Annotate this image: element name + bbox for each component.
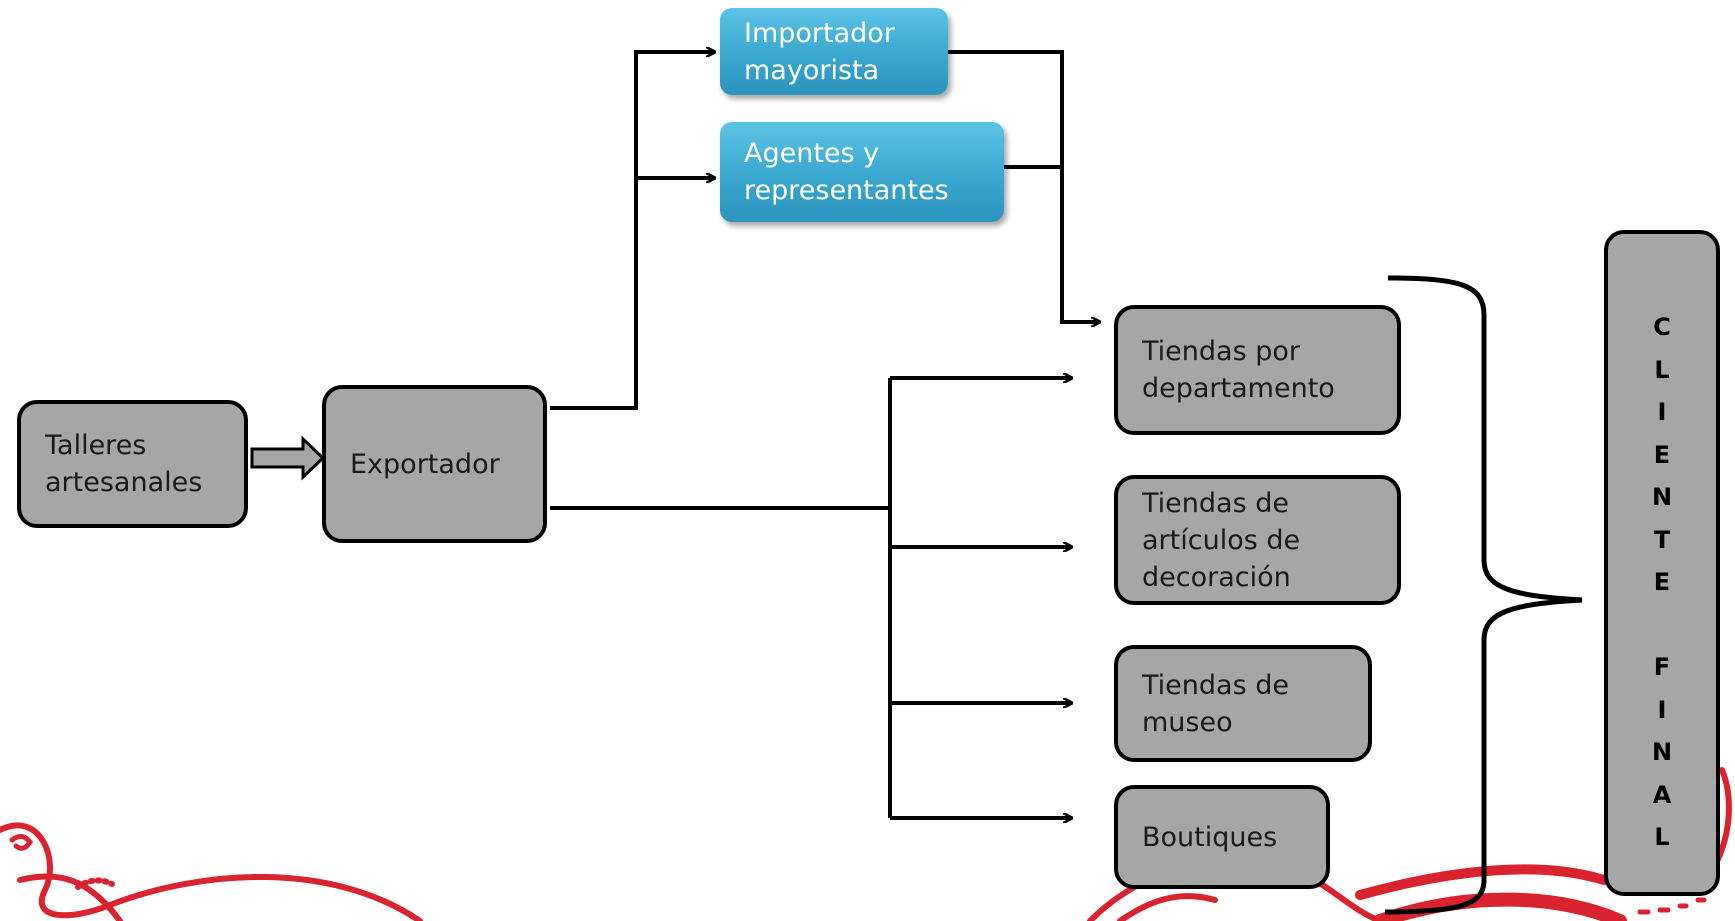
cliente-letter: I [1657, 695, 1667, 724]
node-label: Talleres [45, 430, 147, 461]
node-tiendas-museo: Tiendas de museo [1114, 645, 1372, 762]
node-cliente-final: C L I E N T E F I N A L [1604, 230, 1720, 896]
node-label: Importador [744, 17, 895, 49]
connector-talleres-to-exportador [250, 435, 326, 481]
node-label: mayorista [744, 54, 880, 86]
node-label: Tiendas de [1142, 669, 1289, 701]
curly-brace [1384, 275, 1583, 915]
cliente-letter: N [1651, 483, 1673, 511]
node-label: artesanales [45, 467, 203, 498]
node-importador-mayorista: Importador mayorista [720, 8, 948, 95]
node-agentes-representantes: Agentes y representantes [720, 122, 1004, 222]
node-label: Agentes y [744, 138, 880, 169]
node-tiendas-decoracion: Tiendas de artículos de decoración [1114, 475, 1401, 605]
connector-importador-to-departamento [948, 50, 1100, 322]
cliente-letter: E [1653, 440, 1671, 469]
node-exportador: Exportador [322, 385, 547, 543]
node-label: departamento [1142, 373, 1335, 404]
cliente-letter: F [1653, 653, 1671, 681]
node-label: representantes [744, 175, 949, 206]
connector-exportador-to-importador [550, 52, 715, 410]
cliente-letter: L [1654, 355, 1670, 384]
node-label: Tiendas de [1142, 487, 1289, 519]
node-label: decoración [1142, 561, 1291, 593]
cliente-letter: E [1653, 568, 1671, 596]
cliente-letter: C [1653, 313, 1671, 341]
cliente-letter: A [1652, 780, 1672, 809]
cliente-letter: T [1653, 525, 1671, 554]
node-talleres-artesanales: Talleres artesanales [17, 400, 248, 528]
node-label: Exportador [350, 448, 500, 480]
node-label: artículos de [1142, 524, 1301, 556]
node-label: museo [1142, 706, 1233, 738]
cliente-letter: I [1657, 398, 1667, 426]
cliente-letter: N [1651, 738, 1673, 766]
node-label: Tiendas por [1142, 336, 1300, 367]
node-boutiques: Boutiques [1114, 785, 1330, 889]
cliente-letter: L [1654, 823, 1670, 851]
node-label: Boutiques [1142, 821, 1278, 853]
node-tiendas-departamento: Tiendas por departamento [1114, 305, 1401, 435]
